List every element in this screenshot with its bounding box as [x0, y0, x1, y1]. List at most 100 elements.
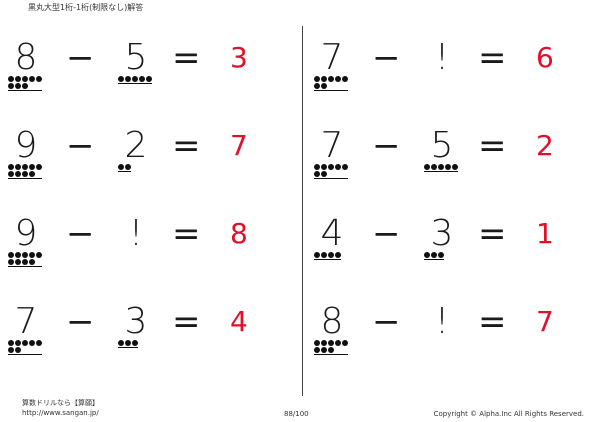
- dot-group-minuend: [8, 252, 58, 270]
- counting-dot: [314, 347, 320, 353]
- dot-group-subtrahend: [118, 340, 168, 358]
- counting-dot: [321, 340, 327, 346]
- counting-dot: [132, 340, 138, 346]
- answer: 2: [536, 129, 554, 162]
- counting-dot: [424, 164, 430, 170]
- counting-dot: [118, 340, 124, 346]
- counting-dot: [22, 252, 28, 258]
- counting-dot: [342, 340, 348, 346]
- answer: 7: [536, 305, 554, 338]
- footer-url[interactable]: http://www.sangan.jp/: [22, 409, 99, 417]
- subtrahend: 5: [124, 37, 148, 78]
- copyright: Copyright © Alpha.Inc All Rights Reserve…: [433, 410, 584, 418]
- dot-underline: [314, 354, 348, 355]
- counting-dot: [328, 252, 334, 258]
- counting-dot: [29, 252, 35, 258]
- dot-group-minuend: [314, 164, 364, 182]
- dot-group-subtrahend: [118, 252, 168, 270]
- counting-dot: [8, 76, 14, 82]
- counting-dot: [15, 259, 21, 265]
- counting-dot: [29, 76, 35, 82]
- counting-dot: [321, 164, 327, 170]
- counting-dot: [321, 171, 327, 177]
- counting-dot: [29, 259, 35, 265]
- answer: 4: [230, 305, 248, 338]
- worksheet-title: 黒丸大型1桁-1桁(制限なし)解答: [28, 3, 144, 12]
- problem-row: 9−!=8: [0, 214, 290, 274]
- equals-sign: =: [172, 38, 201, 78]
- counting-dot: [8, 340, 14, 346]
- equals-sign: =: [172, 214, 201, 254]
- dot-group-subtrahend: [424, 252, 474, 270]
- dot-group-minuend: [8, 164, 58, 182]
- counting-dot: [36, 340, 42, 346]
- counting-dot: [132, 76, 138, 82]
- dot-underline: [424, 259, 444, 260]
- dot-group-minuend: [314, 340, 364, 358]
- problem-row: 9−2=7: [0, 126, 290, 186]
- subtrahend: !: [128, 213, 144, 254]
- counting-dot: [328, 340, 334, 346]
- problem-row: 7−5=2: [306, 126, 596, 186]
- problem-row: 7−!=6: [306, 38, 596, 98]
- counting-dot: [314, 83, 320, 89]
- counting-dot: [314, 76, 320, 82]
- counting-dot: [29, 171, 35, 177]
- counting-dot: [321, 83, 327, 89]
- counting-dot: [321, 252, 327, 258]
- counting-dot: [8, 164, 14, 170]
- dot-underline: [118, 171, 131, 172]
- subtrahend: !: [434, 301, 450, 342]
- dot-group-minuend: [314, 252, 364, 270]
- counting-dot: [445, 164, 451, 170]
- counting-dot: [36, 252, 42, 258]
- dot-underline: [424, 171, 458, 172]
- minuend: 9: [14, 213, 38, 254]
- answer: 7: [230, 129, 248, 162]
- counting-dot: [118, 76, 124, 82]
- dot-underline: [8, 178, 42, 179]
- counting-dot: [125, 340, 131, 346]
- answer: 3: [230, 41, 248, 74]
- footer-site-name: 算数ドリルなら【算願】: [22, 399, 99, 407]
- counting-dot: [328, 76, 334, 82]
- minus-sign: −: [372, 126, 401, 166]
- equals-sign: =: [172, 302, 201, 342]
- dot-group-minuend: [8, 76, 58, 94]
- problem-row: 7−3=4: [0, 302, 290, 362]
- minus-sign: −: [66, 214, 95, 254]
- minuend: 8: [320, 301, 344, 342]
- counting-dot: [8, 171, 14, 177]
- dot-underline: [8, 90, 42, 91]
- counting-dot: [22, 164, 28, 170]
- footer-left: 算数ドリルなら【算願】 http://www.sangan.jp/: [22, 398, 99, 418]
- equals-sign: =: [478, 38, 507, 78]
- counting-dot: [335, 252, 341, 258]
- counting-dot: [438, 252, 444, 258]
- counting-dot: [36, 164, 42, 170]
- counting-dot: [452, 164, 458, 170]
- counting-dot: [328, 347, 334, 353]
- counting-dot: [335, 164, 341, 170]
- dot-group-subtrahend: [424, 76, 474, 94]
- dot-underline: [118, 347, 138, 348]
- counting-dot: [335, 76, 341, 82]
- counting-dot: [29, 164, 35, 170]
- counting-dot: [15, 347, 21, 353]
- counting-dot: [29, 340, 35, 346]
- problem-row: 8−!=7: [306, 302, 596, 362]
- minus-sign: −: [372, 38, 401, 78]
- subtrahend: 3: [124, 301, 148, 342]
- counting-dot: [8, 259, 14, 265]
- counting-dot: [125, 164, 131, 170]
- counting-dot: [431, 164, 437, 170]
- counting-dot: [342, 164, 348, 170]
- dot-underline: [314, 259, 341, 260]
- dot-underline: [8, 354, 42, 355]
- counting-dot: [15, 171, 21, 177]
- minus-sign: −: [66, 38, 95, 78]
- dot-underline: [314, 90, 348, 91]
- dot-underline: [314, 178, 348, 179]
- dot-group-subtrahend: [118, 76, 168, 94]
